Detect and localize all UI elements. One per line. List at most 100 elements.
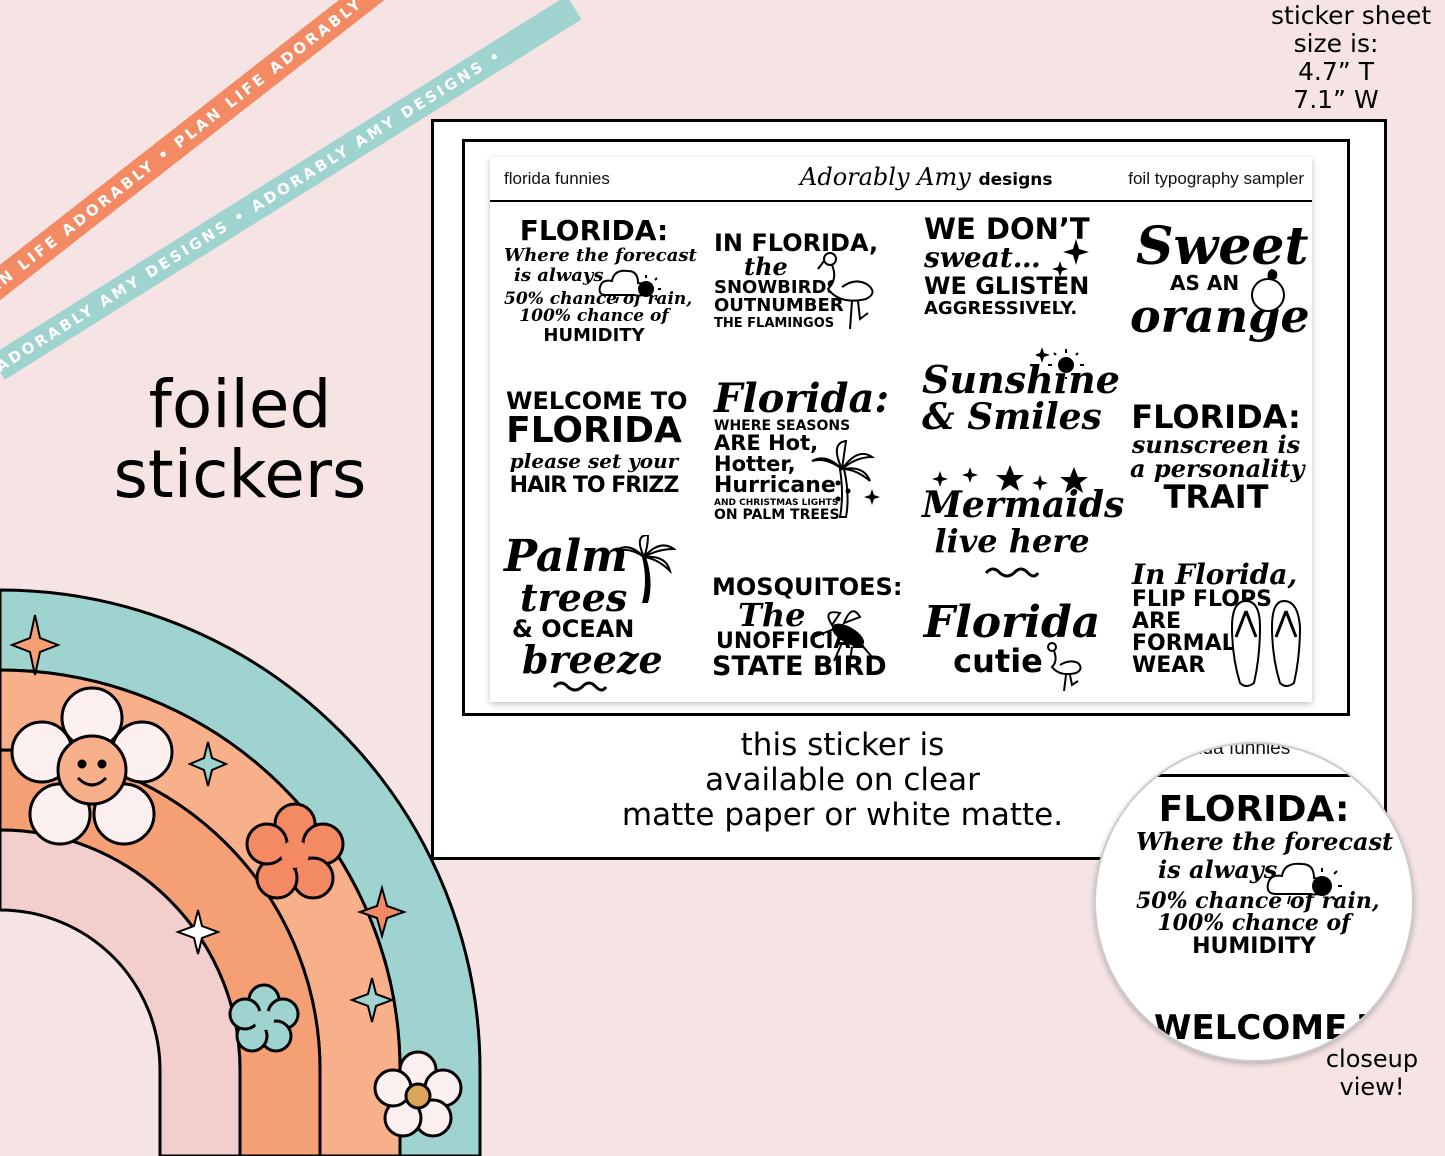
sparkle-icon xyxy=(1052,239,1089,277)
sticker-text: WELCOME TO xyxy=(506,387,688,415)
flip-flops-icon xyxy=(1230,599,1302,687)
rainbow-illustration xyxy=(0,588,482,1156)
sticker-mermaids: Mermaids live here xyxy=(922,484,1125,560)
sticker-text: please set your xyxy=(509,449,679,473)
closeup-header-text: rida funnies xyxy=(1192,742,1291,759)
sticker-text: AND CHRISTMAS LIGHTS xyxy=(714,498,839,508)
brand-word: designs xyxy=(978,170,1053,190)
foiled-stickers-title: foiled stickers xyxy=(110,370,370,510)
sticker-text: trees xyxy=(520,575,628,620)
sticker-text: MOSQUITOES: xyxy=(712,573,903,601)
sticker-text: breeze xyxy=(522,637,663,682)
availability-line: matte paper or white matte. xyxy=(621,797,1064,833)
availability-line: this sticker is xyxy=(740,727,945,763)
sticker-text: Sweet xyxy=(1136,216,1309,277)
sticker-text: AS AN xyxy=(1170,271,1240,295)
brand-script: Adorably Amy xyxy=(800,163,971,191)
closeup-sticker: FLORIDA: Where the forecast is always 50… xyxy=(1136,789,1394,959)
sticker-text: sunscreen is xyxy=(1131,430,1301,459)
sticker-text: FLORIDA: xyxy=(1131,398,1301,436)
size-line: size is: xyxy=(1293,29,1379,58)
sheet-name: florida funnies xyxy=(504,169,610,188)
sticker-text: & Smiles xyxy=(922,396,1102,438)
sticker-text: Florida: xyxy=(714,375,890,422)
title-line: foiled xyxy=(148,366,332,443)
sticker-text: In Florida, xyxy=(1132,558,1298,591)
sticker-text: STATE BIRD xyxy=(712,651,887,682)
orange-fruit-icon xyxy=(1251,269,1285,312)
sticker-text: HAIR TO FRIZZ xyxy=(509,473,680,498)
sticker-welcome-florida: WELCOME TO FLORIDA please set your HAIR … xyxy=(506,387,688,498)
sticker-sunscreen-personality: FLORIDA: sunscreen is a personality TRAI… xyxy=(1130,398,1305,516)
sticker-snowbirds: IN FLORIDA, the SNOWBIRDS OUTNUMBER THE … xyxy=(714,231,884,330)
sticker-text: WE GLISTEN xyxy=(924,272,1090,300)
ribbon-plan-life-adorably: PLAN LIFE ADORABLY • PLAN LIFE ADORABLY … xyxy=(0,0,482,319)
closeup-text: HUMIDITY xyxy=(1192,934,1316,959)
stars-icon xyxy=(932,465,1088,493)
closeup-bottom-text: WELCOME TO xyxy=(1154,1008,1412,1048)
sticker-text: FLORIDA xyxy=(506,410,682,451)
sun-icon xyxy=(1036,347,1084,379)
flamingo-icon xyxy=(817,252,874,330)
sticker-text: AGGRESSIVELY. xyxy=(924,298,1078,319)
sticker-text: ARE Hot, xyxy=(714,431,819,455)
flamingo-icon xyxy=(1047,642,1082,691)
sticker-text: THE FLAMINGOS xyxy=(714,316,835,331)
sticker-text: WEAR xyxy=(1132,653,1206,678)
sticker-text: IN FLORIDA, xyxy=(714,229,879,257)
size-line: 4.7” T xyxy=(1298,57,1374,86)
closeup-label: closeup view! xyxy=(1316,1045,1428,1101)
sheet-size-info: sticker sheet size is: 4.7” T 7.1” W xyxy=(1271,1,1432,114)
closeup-magnifier: rida funnies FLORIDA: Where the forecast… xyxy=(1094,742,1414,1062)
sticker-text: Mermaids xyxy=(922,484,1125,526)
brand-logo: Adorably Amy designs xyxy=(800,163,1053,191)
sticker-florida-seasons: Florida: WHERE SEASONS ARE Hot, Hotter, … xyxy=(714,375,890,523)
size-line: 7.1” W xyxy=(1293,85,1379,114)
sticker-sweet-orange: Sweet AS AN orange xyxy=(1130,216,1310,340)
sticker-text: cutie xyxy=(953,642,1043,680)
sticker-text: The xyxy=(738,596,806,634)
closeup-divider xyxy=(1146,774,1406,777)
sticker-text: Sunshine xyxy=(922,357,1120,402)
sticker-palm-trees: Palm trees & OCEAN breeze xyxy=(504,535,694,679)
header-divider xyxy=(490,200,1312,202)
sticker-florida-forecast: FLORIDA: Where the forecast is always 50… xyxy=(504,214,697,346)
size-line: sticker sheet xyxy=(1271,1,1432,30)
sticker-text: live here xyxy=(934,522,1090,560)
sticker-text: 100% chance of xyxy=(519,306,669,326)
sticker-text: sweat… xyxy=(924,241,1041,274)
sticker-text: Hotter, xyxy=(714,452,796,476)
availability-note: this sticker is available on clear matte… xyxy=(600,728,1085,833)
sticker-text: is always xyxy=(514,265,604,286)
sticker-text: ARE xyxy=(1132,609,1181,634)
cloud-sun-icon xyxy=(598,269,661,304)
sticker-text: Where the forecast xyxy=(504,245,697,266)
closeup-text: 50% chance of rain, xyxy=(1136,888,1380,914)
sticker-text: Palm xyxy=(504,531,628,582)
sticker-text: FLORIDA: xyxy=(519,214,669,247)
sticker-mosquitoes: MOSQUITOES: The UNOFFICIAL STATE BIRD xyxy=(712,573,903,682)
sticker-text: HUMIDITY xyxy=(543,325,645,346)
sticker-text: Florida xyxy=(923,597,1101,648)
closeup-label-line: closeup xyxy=(1325,1045,1419,1073)
palm-tree-icon xyxy=(616,535,676,603)
sticker-text: TRAIT xyxy=(1163,478,1269,516)
sticker-text: FORMAL xyxy=(1132,631,1236,656)
mosquito-icon xyxy=(813,610,873,662)
sticker-flip-flops: In Florida, FLIP FLOPS ARE FORMAL WEAR xyxy=(1132,561,1302,677)
sticker-text: a personality xyxy=(1130,454,1305,483)
palm-tree-lights-icon xyxy=(811,439,880,518)
sticker-we-glisten: WE DON’T sweat… WE GLISTEN AGGRESSIVELY. xyxy=(924,215,1104,318)
closeup-text: Where the forecast xyxy=(1136,827,1394,856)
wave-icon xyxy=(984,567,1040,578)
availability-line: available on clear xyxy=(705,762,980,798)
sticker-text: & OCEAN xyxy=(512,615,635,643)
sticker-text: WHERE SEASONS xyxy=(714,418,851,434)
sticker-text: OUTNUMBER xyxy=(714,295,844,316)
closeup-text: 100% chance of xyxy=(1157,910,1351,936)
closeup-text: FLORIDA: xyxy=(1158,789,1350,830)
sticker-text: WE DON’T xyxy=(924,212,1090,246)
sticker-text: SNOWBIRDS xyxy=(714,277,840,298)
sheet-header: florida funnies Adorably Amy designs foi… xyxy=(490,157,1312,201)
sticker-florida-cutie: Florida cutie xyxy=(922,597,1102,680)
